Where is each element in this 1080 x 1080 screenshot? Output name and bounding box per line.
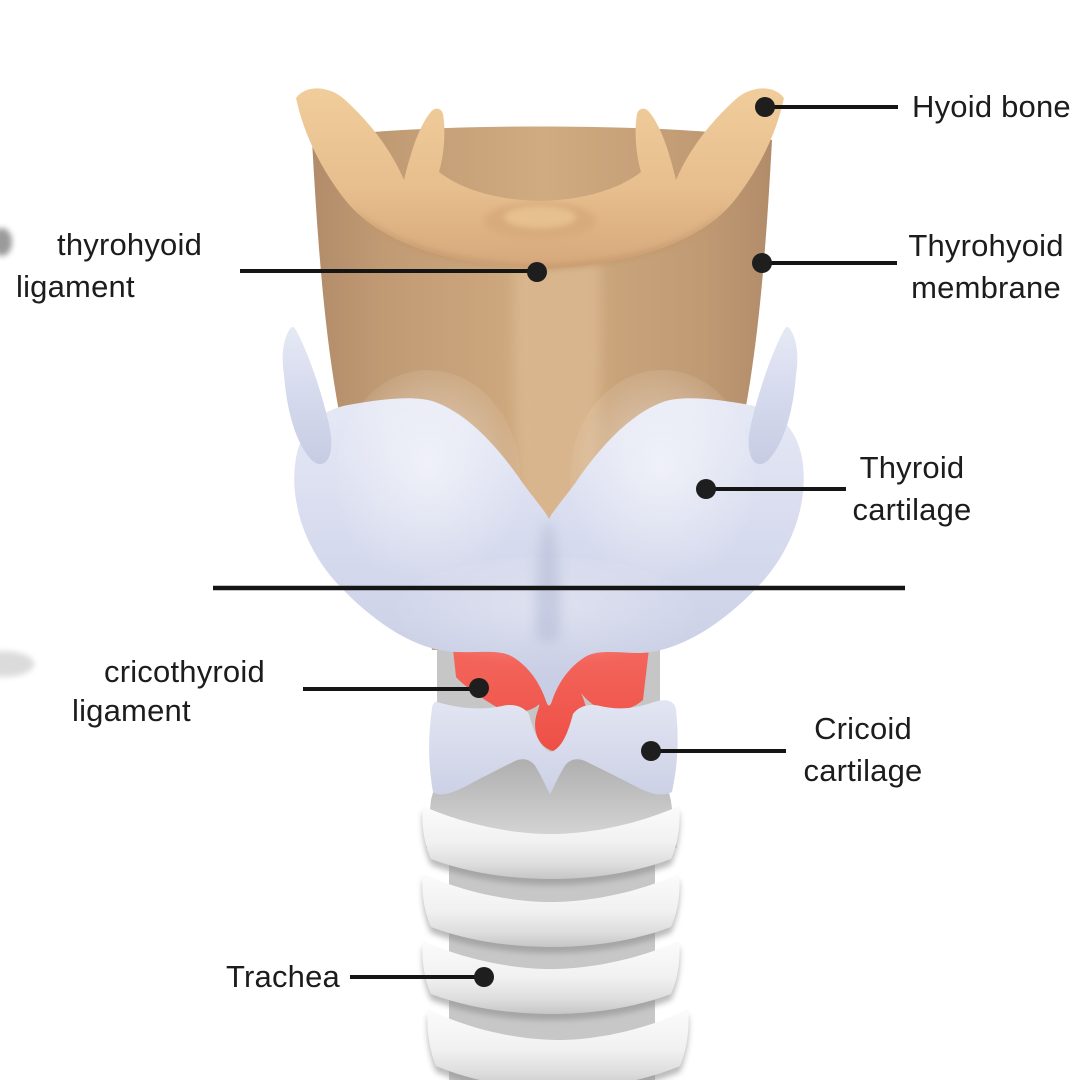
edge-artifact-mid [0, 651, 34, 677]
label-thyrohyoid-membrane-line1: Thyrohyoid [908, 228, 1064, 263]
leader-hyoid-bone [755, 97, 898, 117]
trachea-ring-1 [422, 806, 680, 879]
label-thyrohyoid-ligament-line2: ligament [16, 269, 135, 304]
leader-thyrohyoid-ligament [240, 262, 547, 282]
leader-cricoid-cartilage [641, 741, 786, 761]
thyroid-superior-horn-left [282, 327, 332, 465]
trachea-rings-shape [422, 806, 689, 1080]
edge-artifact-top [0, 228, 12, 256]
label-cricothyroid-ligament-line2: ligament [72, 693, 191, 728]
label-thyrohyoid-ligament-line1: thyrohyoid [57, 227, 203, 262]
thyroid-cartilage-shape [282, 327, 804, 706]
label-thyroid-cartilage-line2: cartilage [852, 492, 972, 527]
leader-cricothyroid-ligament [303, 678, 489, 698]
leader-thyroid-cartilage [696, 479, 846, 499]
trachea-ring-4 [427, 1009, 689, 1080]
label-cricoid-cartilage-line2: cartilage [803, 753, 923, 788]
label-cricothyroid-ligament-line1: cricothyroid [104, 654, 265, 689]
label-trachea: Trachea [226, 959, 340, 994]
trachea-ring-3 [422, 941, 680, 1014]
label-thyrohyoid-membrane: Thyrohyoid membrane [888, 225, 1080, 309]
label-cricoid-cartilage-line1: Cricoid [814, 711, 912, 746]
label-thyrohyoid-membrane-line2: membrane [911, 270, 1061, 305]
leader-thyrohyoid-membrane [752, 253, 897, 273]
trachea-ring-2 [422, 874, 680, 947]
label-thyroid-cartilage-line1: Thyroid [859, 450, 965, 485]
cricoid-cartilage-shape [429, 700, 678, 795]
thyroid-superior-horn-right [748, 327, 798, 465]
label-thyroid-cartilage: Thyroid cartilage [836, 447, 988, 531]
hyoid-bone-shape [296, 88, 784, 270]
leader-trachea [350, 967, 494, 987]
label-cricoid-cartilage: Cricoid cartilage [787, 708, 939, 792]
label-hyoid-bone: Hyoid bone [912, 89, 1071, 124]
